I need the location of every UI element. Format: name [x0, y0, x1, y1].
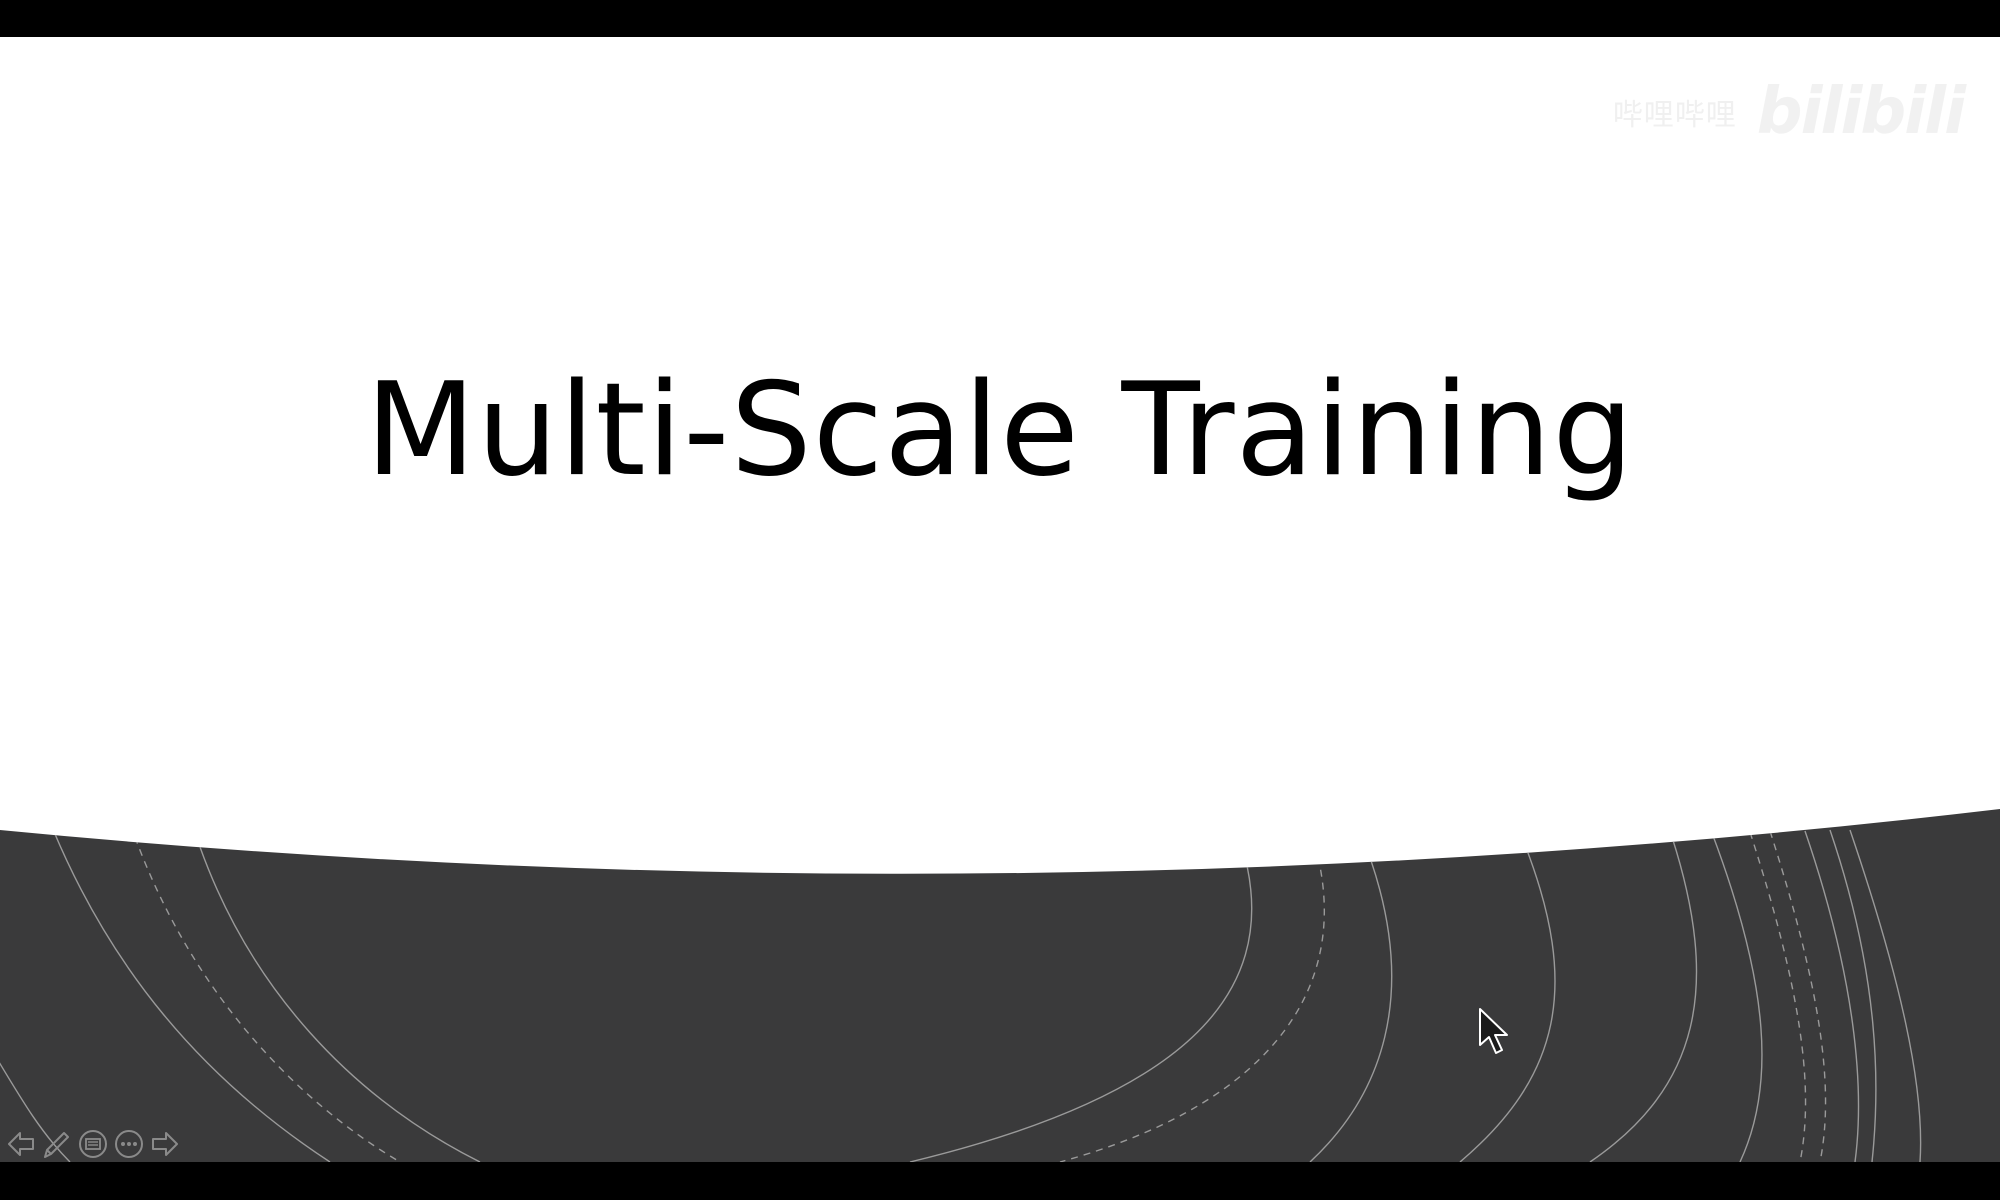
see-all-slides-button[interactable] — [76, 1127, 110, 1161]
letterbox-bottom — [0, 1162, 2000, 1200]
watermark-channel-text: 哔哩哔哩 — [1612, 98, 1737, 133]
bilibili-logo: bilibili — [1756, 75, 1966, 149]
arrow-right-icon — [152, 1132, 178, 1156]
slide[interactable]: 哔哩哔哩 bilibili Multi-Scale Training — [0, 37, 2000, 1162]
next-slide-button[interactable] — [148, 1127, 182, 1161]
slideshow-toolbar — [4, 1126, 182, 1162]
mouse-pointer-icon — [1479, 1008, 1508, 1054]
slides-icon — [79, 1130, 107, 1158]
more-options-button[interactable] — [112, 1127, 146, 1161]
slide-title: Multi-Scale Training — [365, 356, 1635, 505]
arrow-left-icon — [8, 1132, 34, 1156]
watermark: 哔哩哔哩 bilibili — [1612, 75, 1966, 149]
footer-band — [0, 809, 2000, 1162]
more-options-icon — [115, 1130, 143, 1158]
previous-slide-button[interactable] — [4, 1127, 38, 1161]
slide-background — [0, 809, 2000, 1162]
pen-tool-button[interactable] — [40, 1127, 74, 1161]
letterbox-top — [0, 0, 2000, 37]
pen-icon — [44, 1132, 69, 1158]
